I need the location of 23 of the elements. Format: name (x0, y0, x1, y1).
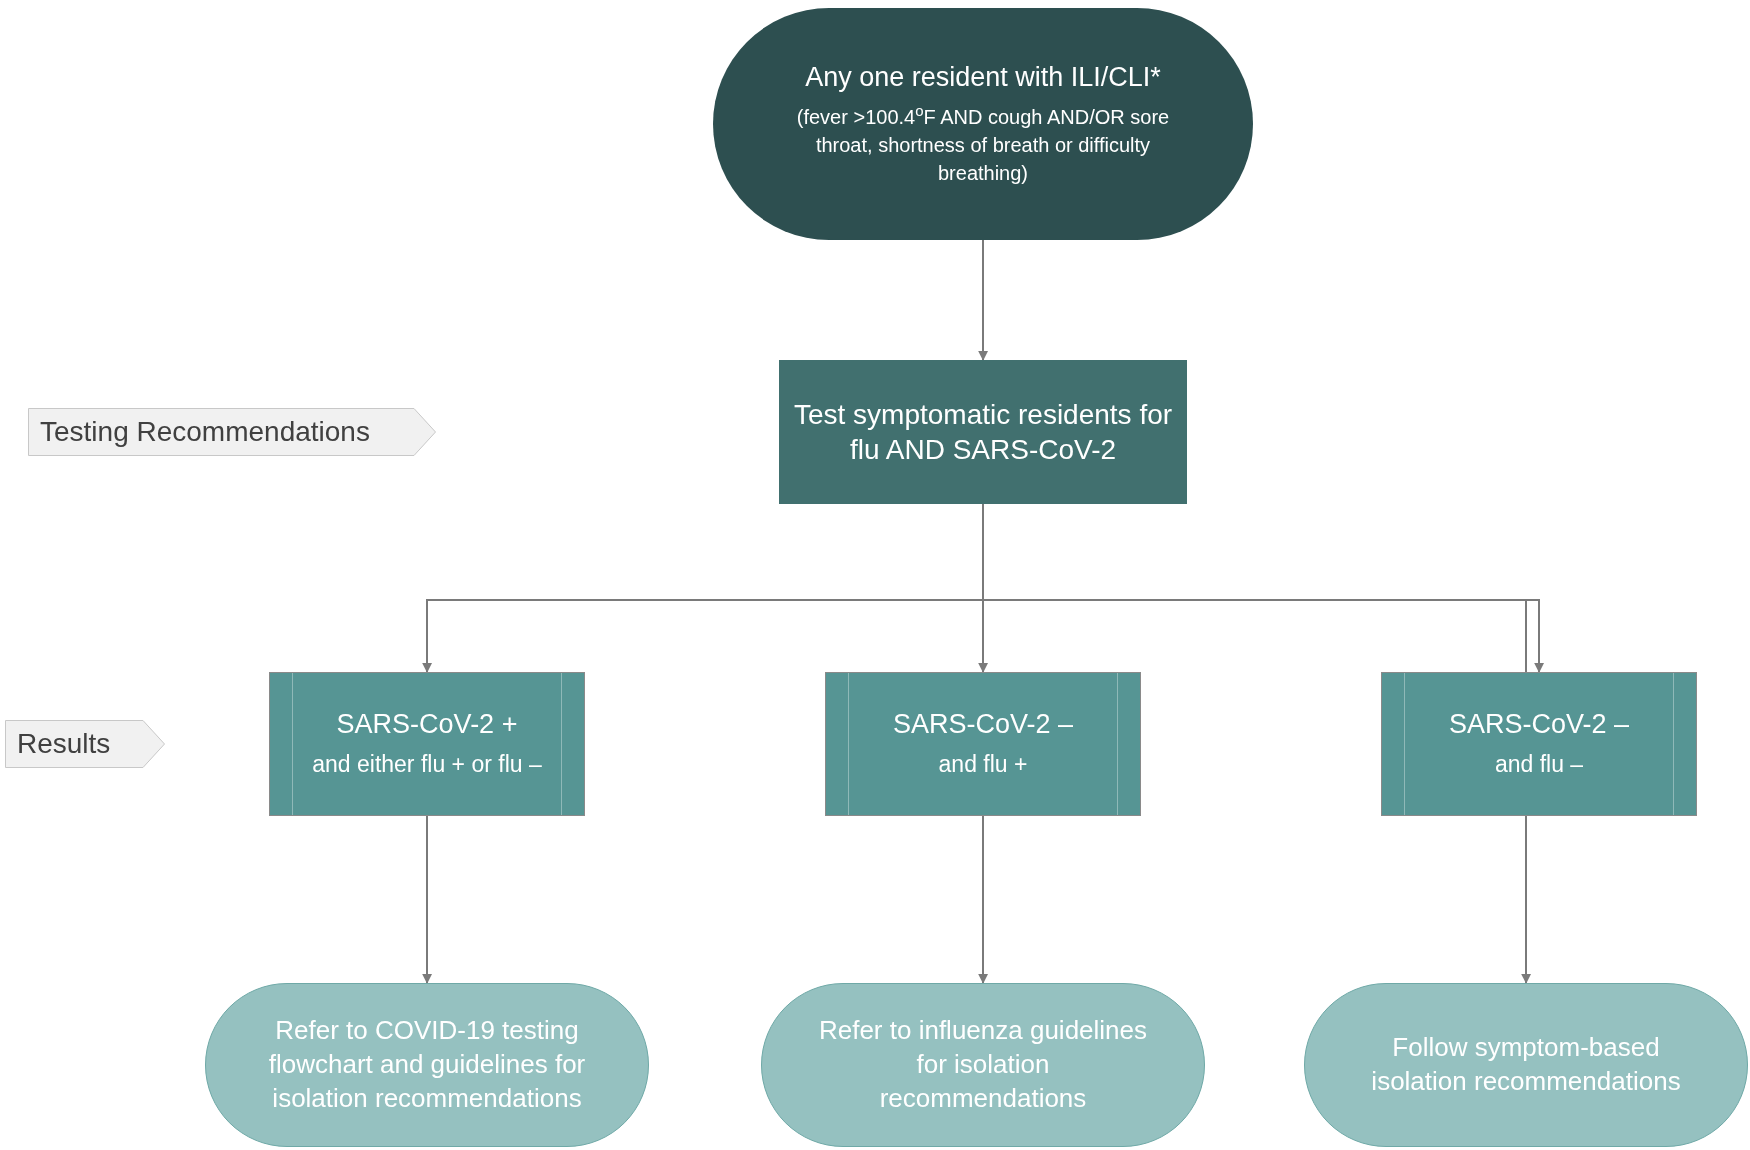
terminal-text: Follow symptom-based isolation recommendations (1370, 1031, 1682, 1098)
predefined-process-box (269, 672, 585, 816)
terminal-note: (fever >100.4$^{o}$F AND cough AND/OR sore throat, shortness of breath or difficulty breathing) (795, 102, 1171, 186)
result-heading: SARS-CoV-2 – (892, 707, 1074, 741)
tag-text: Testing Recommendations (39, 415, 370, 449)
process-box (779, 360, 1187, 504)
terminal-text: Refer to influenza guidelines for isolation recommendations (817, 1014, 1149, 1115)
result-heading: SARS-CoV-2 + (336, 707, 518, 741)
predefined-process-box (1381, 672, 1697, 816)
result-heading: SARS-CoV-2 – (1448, 707, 1630, 741)
arrow (976, 239, 991, 361)
section-tag (28, 408, 436, 456)
tag-text: Results (16, 727, 111, 761)
result-detail: and flu – (1494, 750, 1584, 780)
result-detail: and either flu + or flu – (312, 750, 542, 780)
section-tag (5, 720, 165, 768)
arrow (420, 815, 435, 984)
arrow (976, 815, 991, 984)
terminal-heading: Any one resident with ILI/CLI* (805, 61, 1161, 95)
process-text: Test symptomatic residents for flu AND SARS-CoV-2 (792, 398, 1174, 467)
predefined-process-box (825, 672, 1141, 816)
result-detail: and flu + (938, 750, 1028, 780)
terminal-text: Refer to COVID-19 testing flowchart and guidelines for isolation recommendations (267, 1014, 587, 1115)
